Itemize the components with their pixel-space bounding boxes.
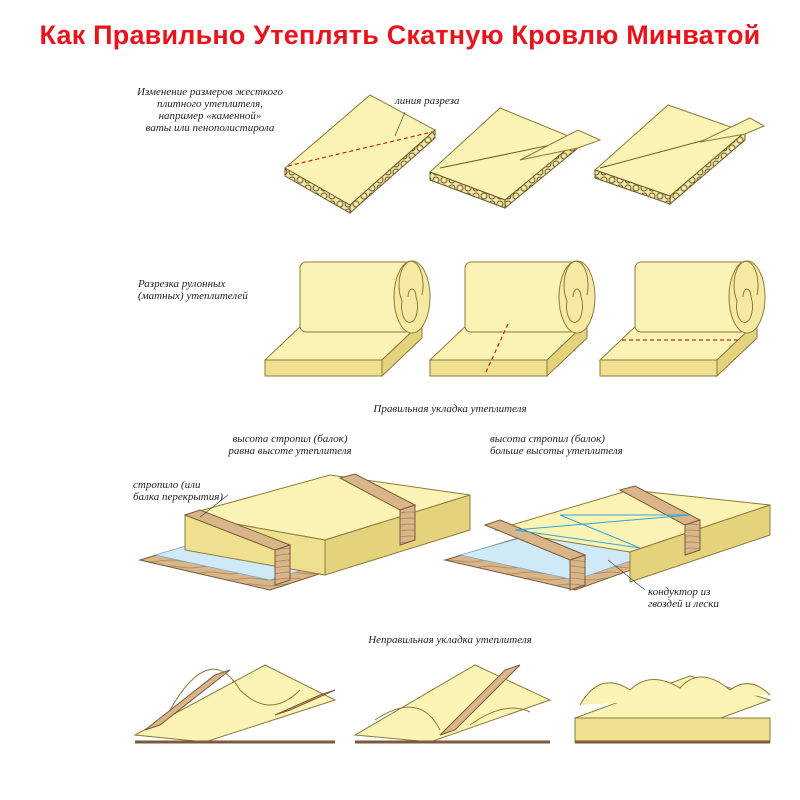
cut-line xyxy=(287,131,433,167)
label-incorrect: Неправильная укладка утеплителя xyxy=(368,634,532,646)
cut-line xyxy=(485,323,509,373)
label-rigid-line-3: например «каменной» xyxy=(158,110,262,122)
label-conductor-line-2: гвоздей и лески xyxy=(648,598,719,610)
label-greater-line-2: больше высоты утеплителя xyxy=(490,445,623,457)
roll-cut-along xyxy=(598,260,766,378)
roll-whole xyxy=(263,260,431,378)
label-rigid: Изменение размеров жесткого плитного уте… xyxy=(105,86,315,134)
conductor-guide-lines xyxy=(514,514,691,549)
label-correct: Правильная укладка утеплителя xyxy=(373,403,527,415)
label-greater: высота стропил (балок) больше высоты уте… xyxy=(490,433,690,457)
label-rafter-line-2: балка перекрытия) xyxy=(133,491,224,503)
label-greater-line-1: высота стропил (балок) xyxy=(490,433,605,445)
correct-equal-height xyxy=(138,473,471,591)
incorrect-sagging xyxy=(133,664,337,744)
label-roll-line-1: Разрезка рулонных xyxy=(138,278,226,290)
rigid-board-shifted xyxy=(429,107,602,210)
label-rigid-line-4: ваты или пенополистирола xyxy=(145,122,275,134)
label-equal-line-2: равна высоте утеплителя xyxy=(228,445,352,457)
label-conductor: кондуктор из гвоздей и лески xyxy=(648,586,768,610)
roll-cut-across xyxy=(428,260,596,378)
label-roll: Разрезка рулонных (матных) утеплителей xyxy=(138,278,288,302)
incorrect-bulging xyxy=(573,675,772,744)
label-rigid-line-1: Изменение размеров жесткого xyxy=(137,86,283,98)
label-conductor-line-1: кондуктор из xyxy=(648,586,711,598)
label-cut-line: линия разреза xyxy=(395,95,460,107)
label-equal-line-1: высота стропил (балок) xyxy=(232,433,348,445)
rigid-board-whole xyxy=(284,94,436,215)
rigid-board-cut xyxy=(594,104,766,206)
incorrect-gaps xyxy=(353,664,552,744)
correct-greater-height xyxy=(443,485,771,591)
label-rafter-line-1: стропило (или xyxy=(133,479,201,491)
label-equal: высота стропил (балок) равна высоте утеп… xyxy=(190,433,390,457)
label-roll-line-2: (матных) утеплителей xyxy=(138,290,248,302)
page-title: Как Правильно Утеплять Скатную Кровлю Ми… xyxy=(39,20,761,50)
label-rigid-line-2: плитного утеплителя, xyxy=(157,98,263,110)
label-rafter: стропило (или балка перекрытия) xyxy=(133,479,253,503)
